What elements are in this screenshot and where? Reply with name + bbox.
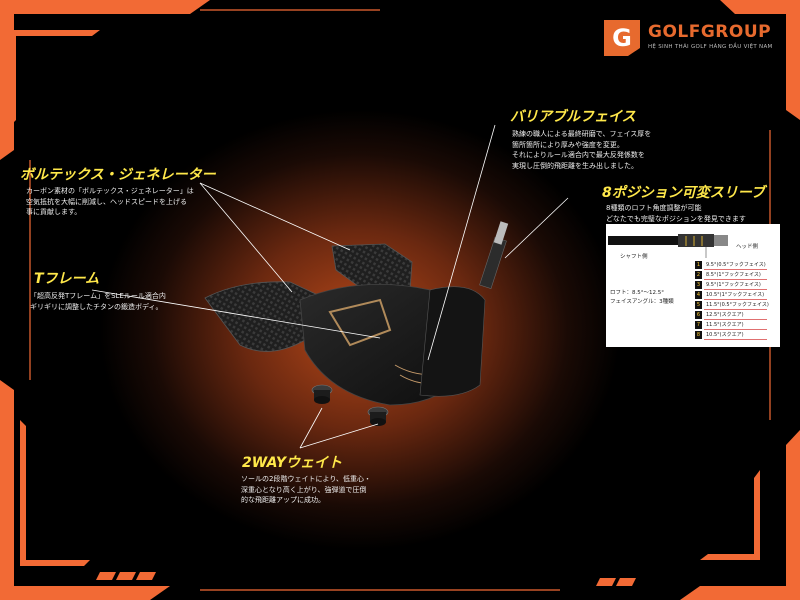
weight-part — [311, 384, 389, 426]
sleeve-title: 8ポジション可変スリーブ — [602, 185, 765, 201]
tframe-description: 「超高反発Tフレーム」をSLEルール適合内 ギリギリに調整したチタンの鍛造ボディ… — [30, 291, 166, 312]
face-line: それによりルール適合内で最大反発係数を — [512, 151, 645, 159]
position-badge: 6 — [695, 311, 702, 319]
position-row: 7 11.5°(スクエア) — [695, 320, 767, 330]
variable-face-part — [419, 286, 486, 397]
brand-block: G GOLFGROUP HỆ SINH THÁI GOLF HÀNG ĐẦU V… — [600, 16, 790, 62]
vortex-line: 事に貢献します。 — [26, 208, 82, 216]
sleeve-diagram-icon — [608, 234, 728, 258]
position-badge: 1 — [695, 261, 702, 269]
head-side-label: ヘッド側 — [736, 244, 759, 250]
sleeve-description: 8種類のロフト角度調整が可能 どなたでも完璧なポジションを発見できます — [606, 203, 746, 224]
weight-line: ソールの2段階ウェイトにより、低重心・ — [241, 475, 372, 483]
hosel-sleeve-part — [479, 221, 509, 290]
position-badge: 4 — [695, 291, 702, 299]
logo-letter: G — [612, 24, 632, 52]
position-value: 11.5°(スクエア) — [706, 322, 744, 328]
position-value: 8.5°(1°フックフェイス) — [706, 272, 761, 278]
golfgroup-logo-icon: G — [604, 20, 640, 56]
position-row: 3 9.5°(1°フックフェイス) — [695, 280, 767, 290]
position-row: 1 9.5°(0.5°フックフェイス) — [695, 260, 767, 270]
brand-tagline: HỆ SINH THÁI GOLF HÀNG ĐẦU VIỆT NAM — [648, 44, 773, 50]
loft-range-label: ロフト：8.5°〜12.5° — [610, 290, 664, 296]
sleeve-position-panel: ヘッド側 シャフト側 ロフト：8.5°〜12.5° フェイスアングル：3種類 1… — [606, 224, 780, 347]
face-title: バリアブルフェイス — [510, 109, 636, 125]
position-badge: 8 — [695, 331, 702, 339]
vortex-line: カーボン素材の「ボルテックス・ジェネレーター」は — [26, 187, 194, 195]
tframe-title: Tフレーム — [34, 271, 100, 287]
sleeve-line: どなたでも完璧なポジションを発見できます — [606, 214, 746, 223]
tframe-line: 「超高反発Tフレーム」をSLEルール適合内 — [30, 292, 166, 300]
tframe-line: ギリギリに調整したチタンの鍛造ボディ。 — [30, 302, 163, 311]
weight-line: 深重心となり高く上がり、強弾道で圧倒 — [241, 485, 367, 494]
position-value: 9.5°(1°フックフェイス) — [706, 282, 761, 288]
face-description: 熟練の職人による最終研磨で、フェイス厚を 箇所箇所により厚みや強度を変更。 それ… — [512, 129, 651, 171]
shaft-side-label: シャフト側 — [620, 254, 648, 260]
position-value: 12.5°(スクエア) — [706, 312, 744, 318]
brand-name: GOLFGROUP — [648, 22, 772, 42]
vortex-title: ボルテックス・ジェネレーター — [20, 167, 216, 183]
weight-line: 的な飛距離アップに成功。 — [241, 496, 325, 504]
face-line: 箇所箇所により厚みや強度を変更。 — [512, 140, 624, 149]
position-row: 6 12.5°(スクエア) — [695, 310, 767, 320]
leader-lines — [91, 124, 569, 449]
vortex-line: 空気抵抗を大幅に削減し、ヘッドスピードを上げる — [26, 197, 187, 206]
position-badge: 5 — [695, 301, 702, 309]
position-row: 4 10.5°(1°フックフェイス) — [695, 290, 767, 300]
sleeve-line: 8種類のロフト角度調整が可能 — [606, 204, 702, 212]
face-line: 熟練の職人による最終研磨で、フェイス厚を — [512, 130, 652, 138]
weight-description: ソールの2段階ウェイトにより、低重心・ 深重心となり高く上がり、強弾道で圧倒 的… — [241, 474, 371, 506]
position-value: 11.5°(0.5°フックフェイス) — [706, 302, 769, 308]
face-angle-label: フェイスアングル：3種類 — [610, 299, 674, 305]
position-row: 8 10.5°(スクエア) — [695, 330, 767, 340]
vortex-description: カーボン素材の「ボルテックス・ジェネレーター」は 空気抵抗を大幅に削減し、ヘッド… — [26, 186, 194, 218]
position-row: 2 8.5°(1°フックフェイス) — [695, 270, 767, 280]
position-value: 10.5°(1°フックフェイス) — [706, 292, 765, 298]
position-badge: 2 — [695, 271, 702, 279]
position-badge: 7 — [695, 321, 702, 329]
position-value: 9.5°(0.5°フックフェイス) — [706, 262, 766, 268]
position-badge: 3 — [695, 281, 702, 289]
position-value: 10.5°(スクエア) — [706, 332, 744, 338]
face-line: 実現し圧倒的飛距離を生み出しました。 — [512, 161, 638, 170]
weight-title: 2WAYウェイト — [242, 455, 343, 471]
position-row: 5 11.5°(0.5°フックフェイス) — [695, 300, 769, 310]
